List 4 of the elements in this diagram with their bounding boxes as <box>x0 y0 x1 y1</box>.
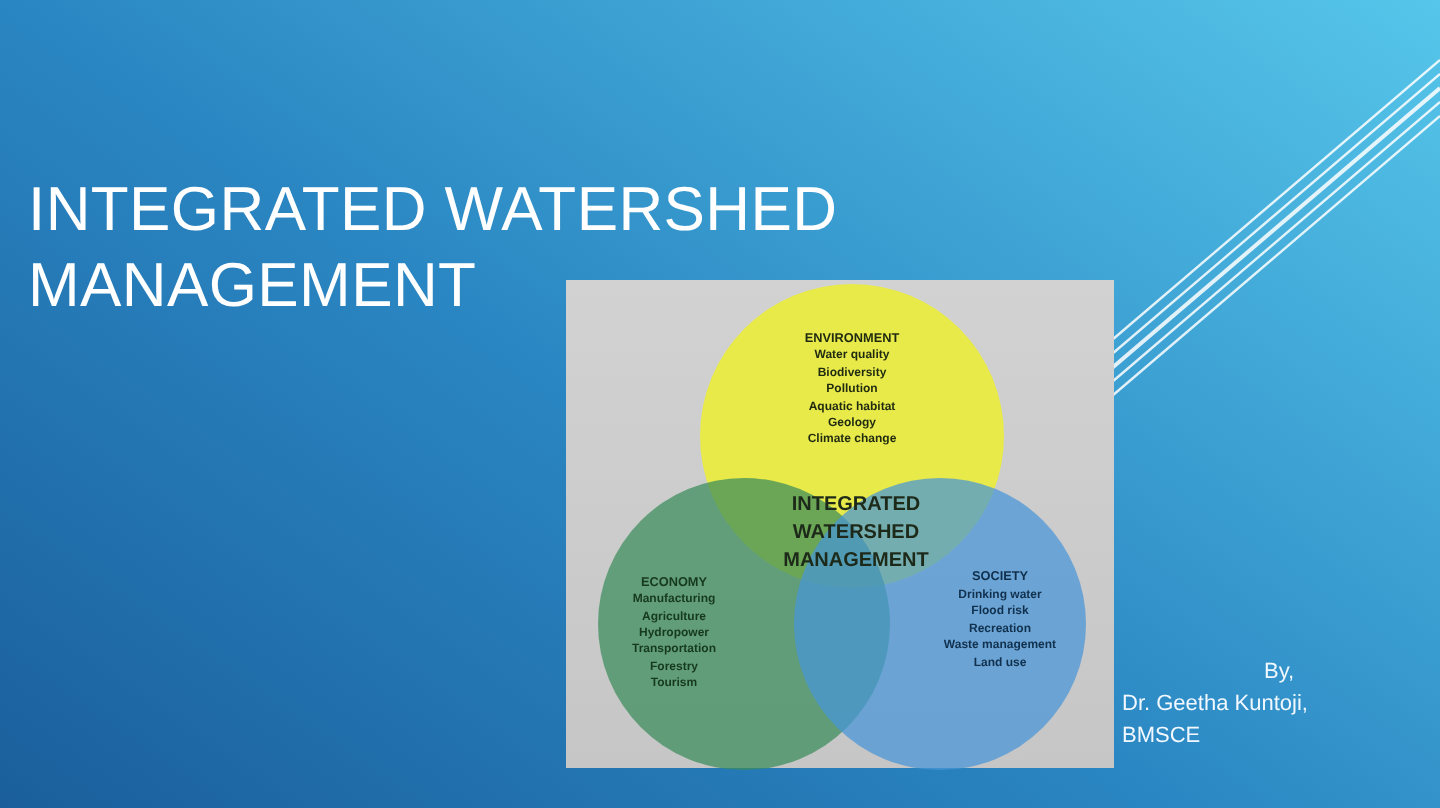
byline: By, <box>1264 658 1295 686</box>
slide-title: INTEGRATED WATERSHED MANAGEMENT <box>28 172 840 324</box>
author-name: Dr. Geetha Kuntoji, <box>1122 690 1308 718</box>
institution-name: BMSCE <box>1122 722 1201 750</box>
